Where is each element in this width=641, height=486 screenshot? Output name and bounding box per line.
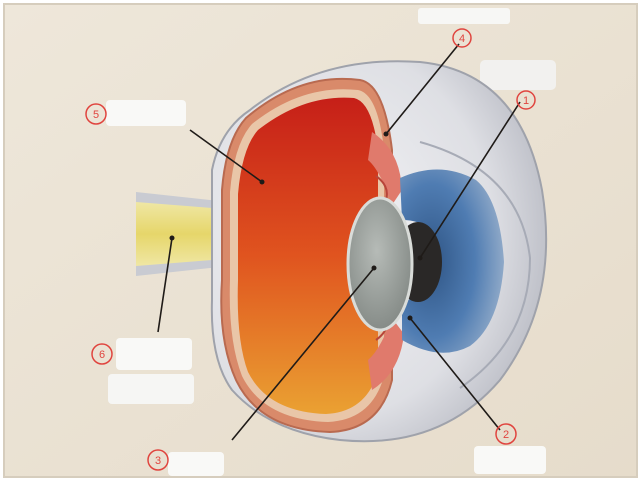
marker-5-label: 5 <box>93 109 99 121</box>
marker-2-label: 2 <box>503 429 509 441</box>
lens <box>348 198 412 330</box>
label-patch-6a <box>116 338 192 370</box>
marker-4-label: 4 <box>459 33 465 45</box>
label-patch-3 <box>168 452 224 476</box>
label-patch-top <box>418 8 510 24</box>
label-patch-6b <box>108 374 194 404</box>
marker-1-label: 1 <box>523 95 529 107</box>
label-patch-2 <box>474 446 546 474</box>
marker-6-label: 6 <box>99 349 105 361</box>
label-patch-4 <box>480 60 556 90</box>
marker-3-label: 3 <box>155 455 161 467</box>
label-patch-5 <box>106 100 186 126</box>
